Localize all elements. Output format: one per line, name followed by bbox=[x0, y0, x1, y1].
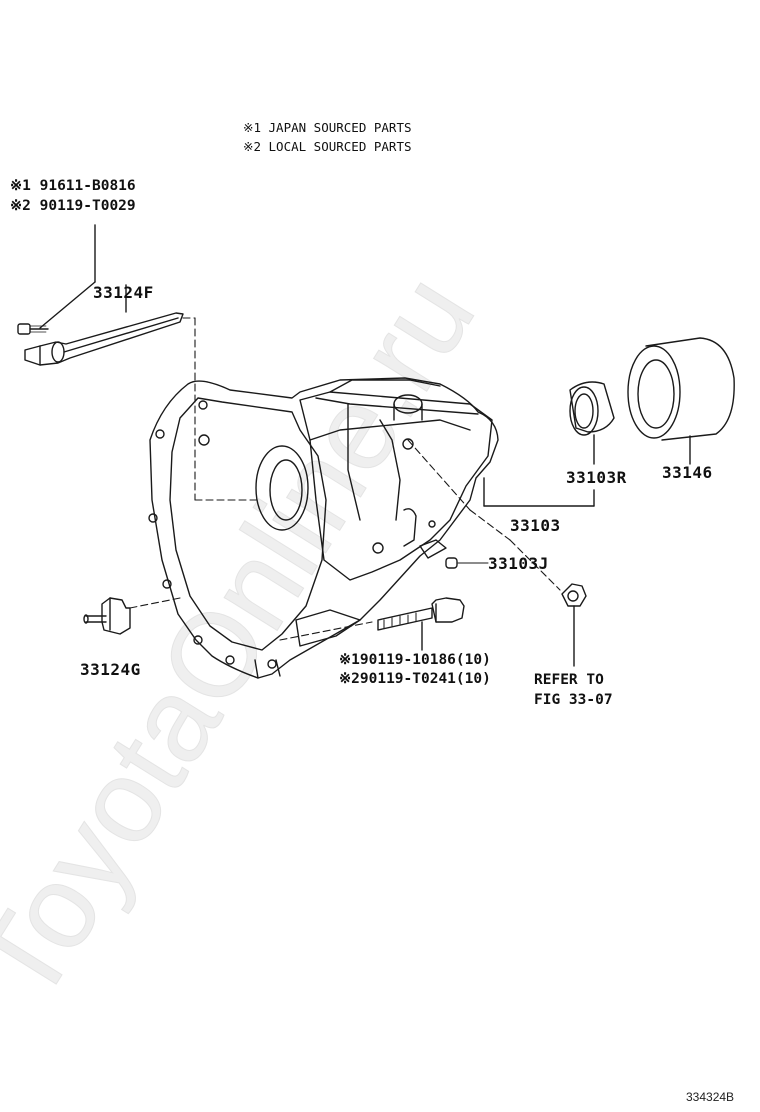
watermark-text: ToyotaOnline.ru bbox=[0, 253, 500, 1024]
note-japan-sourced: ※1 JAPAN SOURCED PARTS bbox=[243, 120, 412, 135]
label-33124F: 33124F bbox=[93, 283, 154, 302]
label-bolt-top-2: ※2 90119-T0029 bbox=[10, 198, 136, 214]
label-refer-fig: FIG 33-07 bbox=[534, 692, 613, 708]
label-33124G: 33124G bbox=[80, 660, 141, 679]
label-bolt-top-1: ※1 91611-B0816 bbox=[10, 178, 136, 194]
figure-number: 334324B bbox=[686, 1090, 735, 1104]
label-refer-to: REFER TO bbox=[534, 672, 604, 688]
rod-33124F-part bbox=[24, 284, 184, 366]
watermark: ToyotaOnline.ru bbox=[0, 252, 501, 1024]
label-33103R: 33103R bbox=[566, 468, 627, 487]
sleeve-33146-part bbox=[627, 337, 735, 465]
label-bolt-bottom-2: ※290119-T0241(10) bbox=[339, 671, 491, 687]
lever-33124G-part bbox=[83, 597, 131, 635]
long-bolt-part bbox=[377, 597, 465, 651]
label-bolt-bottom-1: ※190119-10186(10) bbox=[339, 652, 491, 668]
seal-33103R-part bbox=[569, 381, 615, 465]
leader-33103 bbox=[483, 477, 595, 507]
small-bolt-part bbox=[17, 323, 49, 335]
label-33103: 33103 bbox=[510, 516, 561, 535]
speedometer-sleeve-part bbox=[561, 583, 587, 667]
label-33146: 33146 bbox=[662, 463, 713, 482]
transmission-case-part bbox=[148, 377, 499, 679]
label-33103J: 33103J bbox=[488, 554, 549, 573]
plug-33103J-part bbox=[445, 557, 489, 569]
note-local-sourced: ※2 LOCAL SOURCED PARTS bbox=[243, 139, 412, 154]
